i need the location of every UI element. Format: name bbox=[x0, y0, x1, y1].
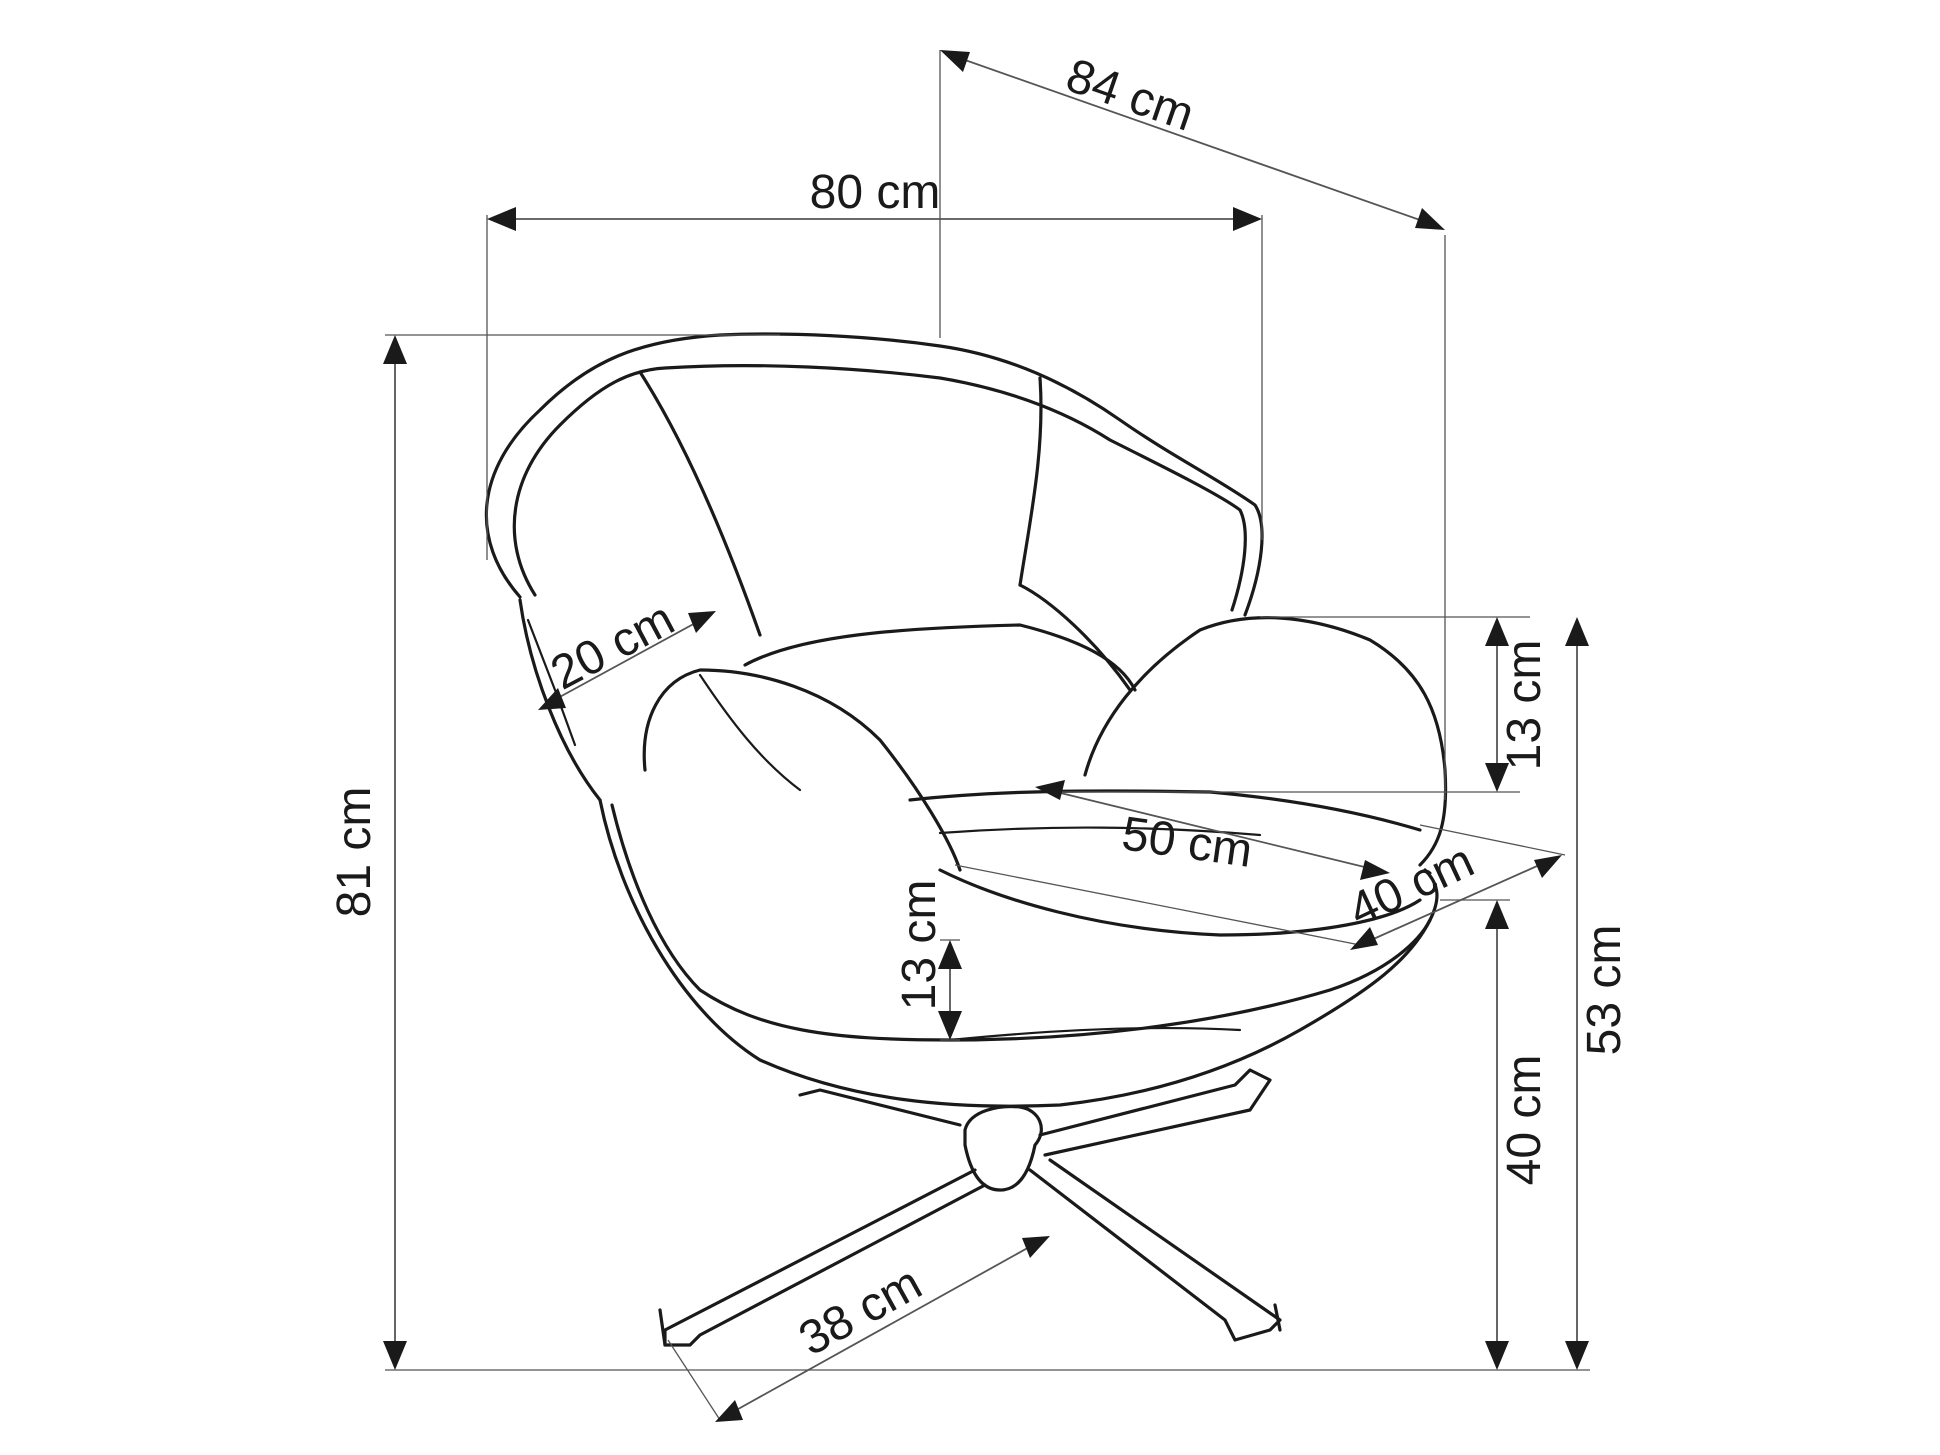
dimension-lines bbox=[383, 50, 1590, 1422]
label-depth: 84 cm bbox=[1060, 49, 1201, 142]
back-seam-right bbox=[1018, 376, 1043, 587]
label-seat-cushion-thickness: 13 cm bbox=[893, 880, 946, 1011]
label-seat-depth: 50 cm bbox=[1119, 807, 1256, 878]
base-leg-front-right bbox=[1028, 1158, 1282, 1342]
foot-right bbox=[1273, 1303, 1282, 1332]
label-seat-height: 40 cm bbox=[1498, 1055, 1551, 1186]
back-seam-left bbox=[638, 370, 762, 637]
label-back-cushion-height: 13 cm bbox=[1498, 640, 1551, 771]
label-armrest-height: 53 cm bbox=[1578, 925, 1631, 1056]
base-leg-back-right bbox=[1038, 1068, 1272, 1157]
chair-illustration bbox=[484, 332, 1448, 1347]
dimension-labels: 84 cm 80 cm 81 cm 20 cm 13 cm 50 cm 40 c… bbox=[328, 49, 1631, 1366]
left-armrest bbox=[642, 668, 962, 872]
seat-cushion-front bbox=[938, 868, 1422, 937]
label-base-leg: 38 cm bbox=[790, 1257, 930, 1367]
base-leg-back-left bbox=[798, 1088, 962, 1127]
swivel-column bbox=[963, 1105, 1043, 1192]
back-shell-inner bbox=[512, 364, 1247, 612]
left-side-shell-inner bbox=[526, 618, 577, 747]
label-width: 80 cm bbox=[810, 166, 941, 219]
base-leg-front-left bbox=[663, 1168, 987, 1347]
left-armrest-inner bbox=[698, 673, 802, 792]
seat-back-roll bbox=[743, 623, 1137, 692]
foot-left bbox=[658, 1308, 667, 1347]
front-shell-piping bbox=[610, 803, 1432, 1042]
label-height: 81 cm bbox=[328, 787, 381, 918]
front-shell bbox=[598, 798, 1439, 1108]
back-seam-center bbox=[1018, 583, 1132, 692]
label-armrest-width: 20 cm bbox=[543, 592, 683, 700]
front-shell-bottom-seam bbox=[948, 1026, 1242, 1042]
back-shell-outer bbox=[484, 332, 1264, 617]
